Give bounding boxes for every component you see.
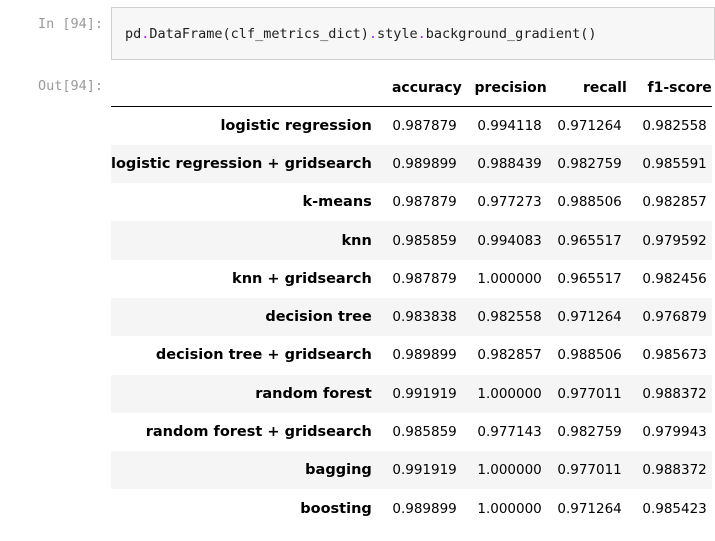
- code-token-dot: .: [141, 26, 150, 42]
- cell-recall: 0.971264: [557, 309, 622, 326]
- row-label: knn + gridsearch: [232, 270, 372, 287]
- cell-precision: 1.000000: [477, 270, 542, 287]
- table-row: random forest 0.991919 1.000000 0.977011 0.9…: [111, 374, 712, 413]
- cell-f1-score: 0.982558: [642, 117, 707, 134]
- cell-precision: 1.000000: [477, 500, 542, 517]
- cell-f1-score: 0.982857: [642, 194, 707, 211]
- cell-accuracy: 0.983838: [392, 309, 457, 326]
- column-header-f1-score: f1-score: [626, 69, 712, 107]
- cell-recall: 0.965517: [557, 270, 622, 287]
- cell-recall: 0.988506: [557, 194, 622, 211]
- code-token-dot: .: [417, 26, 426, 42]
- table-row: boosting 0.989899 1.000000 0.971264 0.985423: [111, 489, 712, 528]
- cell-recall: 0.965517: [557, 232, 622, 249]
- cell-f1-score: 0.988372: [642, 385, 707, 402]
- cell-accuracy: 0.987879: [392, 117, 457, 134]
- cell-accuracy: 0.987879: [392, 194, 457, 211]
- cell-accuracy: 0.991919: [392, 385, 457, 402]
- table-row: logistic regression + gridsearch 0.989899…: [111, 144, 712, 184]
- table-header-row: accuracy precision recall f1-score: [111, 69, 712, 107]
- cell-recall: 0.977011: [557, 385, 622, 402]
- cell-precision: 0.977273: [477, 194, 542, 211]
- table-row: knn + gridsearch 0.987879 1.000000 0.965517…: [111, 259, 712, 298]
- cell-accuracy: 0.987879: [392, 270, 457, 287]
- cell-f1-score: 0.982456: [642, 270, 707, 287]
- table-row: decision tree + gridsearch 0.989899 0.9828…: [111, 336, 712, 375]
- cell-precision: 0.982558: [477, 309, 542, 326]
- row-label: random forest: [255, 385, 372, 402]
- cell-recall: 0.971264: [557, 117, 622, 134]
- row-label: boosting: [300, 500, 372, 517]
- row-label: logistic regression + gridsearch: [111, 155, 372, 172]
- row-label: decision tree + gridsearch: [155, 347, 372, 364]
- cell-recall: 0.982759: [557, 424, 622, 441]
- dataframe-output-table: accuracy precision recall f1-score logis…: [111, 69, 712, 528]
- index-header: [111, 69, 380, 107]
- cell-accuracy: 0.989899: [392, 500, 457, 517]
- cell-f1-score: 0.976879: [642, 309, 707, 326]
- cell-precision: 0.988439: [477, 155, 542, 172]
- cell-f1-score: 0.985673: [642, 347, 707, 364]
- code-token-pd: pd: [125, 26, 142, 42]
- cell-accuracy: 0.989899: [392, 155, 457, 172]
- column-header-precision: precision: [461, 69, 547, 107]
- cell-f1-score: 0.979592: [642, 232, 707, 249]
- cell-recall: 0.988506: [557, 347, 622, 364]
- cell-precision: 1.000000: [477, 462, 542, 479]
- table-row: random forest + gridsearch 0.985859 0.9771…: [111, 412, 712, 452]
- column-header-recall: recall: [546, 69, 627, 107]
- code-token-style: style: [377, 26, 418, 42]
- cell-precision: 0.994118: [477, 117, 542, 134]
- row-label: decision tree: [265, 309, 372, 326]
- row-label: k-means: [302, 194, 372, 211]
- code-line: pd.DataFrame(clf_metrics_dict).style.bac…: [125, 26, 596, 42]
- input-prompt: In [94]:: [37, 16, 103, 32]
- column-header-accuracy: accuracy: [379, 69, 462, 107]
- cell-recall: 0.971264: [557, 500, 622, 517]
- row-label: logistic regression: [220, 117, 372, 134]
- cell-precision: 0.977143: [477, 424, 542, 441]
- cell-f1-score: 0.979943: [642, 424, 707, 441]
- code-token-dot: .: [368, 26, 377, 42]
- table-row: decision tree 0.983838 0.982558 0.971264 0.9…: [111, 297, 712, 337]
- cell-f1-score: 0.985423: [642, 500, 707, 517]
- cell-f1-score: 0.988372: [642, 462, 707, 479]
- row-label: random forest + gridsearch: [145, 424, 372, 441]
- row-label: knn: [341, 232, 372, 249]
- code-cell-editor[interactable]: pd.DataFrame(clf_metrics_dict).style.bac…: [111, 7, 715, 60]
- code-token-dataframe: DataFrame(clf_metrics_dict): [149, 26, 369, 42]
- cell-accuracy: 0.991919: [392, 462, 457, 479]
- cell-precision: 0.982857: [477, 347, 542, 364]
- cell-f1-score: 0.985591: [642, 155, 707, 172]
- row-label: bagging: [305, 462, 372, 479]
- table-row: logistic regression 0.987879 0.994118 0.971…: [111, 106, 712, 145]
- table-row: bagging 0.991919 1.000000 0.977011 0.988372: [111, 451, 712, 490]
- cell-recall: 0.977011: [557, 462, 622, 479]
- cell-recall: 0.982759: [557, 155, 622, 172]
- cell-accuracy: 0.989899: [392, 347, 457, 364]
- code-token-gradient: background_gradient(): [425, 26, 597, 42]
- cell-accuracy: 0.985859: [392, 232, 457, 249]
- cell-accuracy: 0.985859: [392, 424, 457, 441]
- cell-precision: 1.000000: [477, 385, 542, 402]
- output-prompt: Out[94]:: [37, 78, 103, 94]
- table-row: knn 0.985859 0.994083 0.965517 0.979592: [111, 221, 712, 260]
- cell-precision: 0.994083: [477, 232, 542, 249]
- table-row: k-means 0.987879 0.977273 0.988506 0.982857: [111, 183, 712, 222]
